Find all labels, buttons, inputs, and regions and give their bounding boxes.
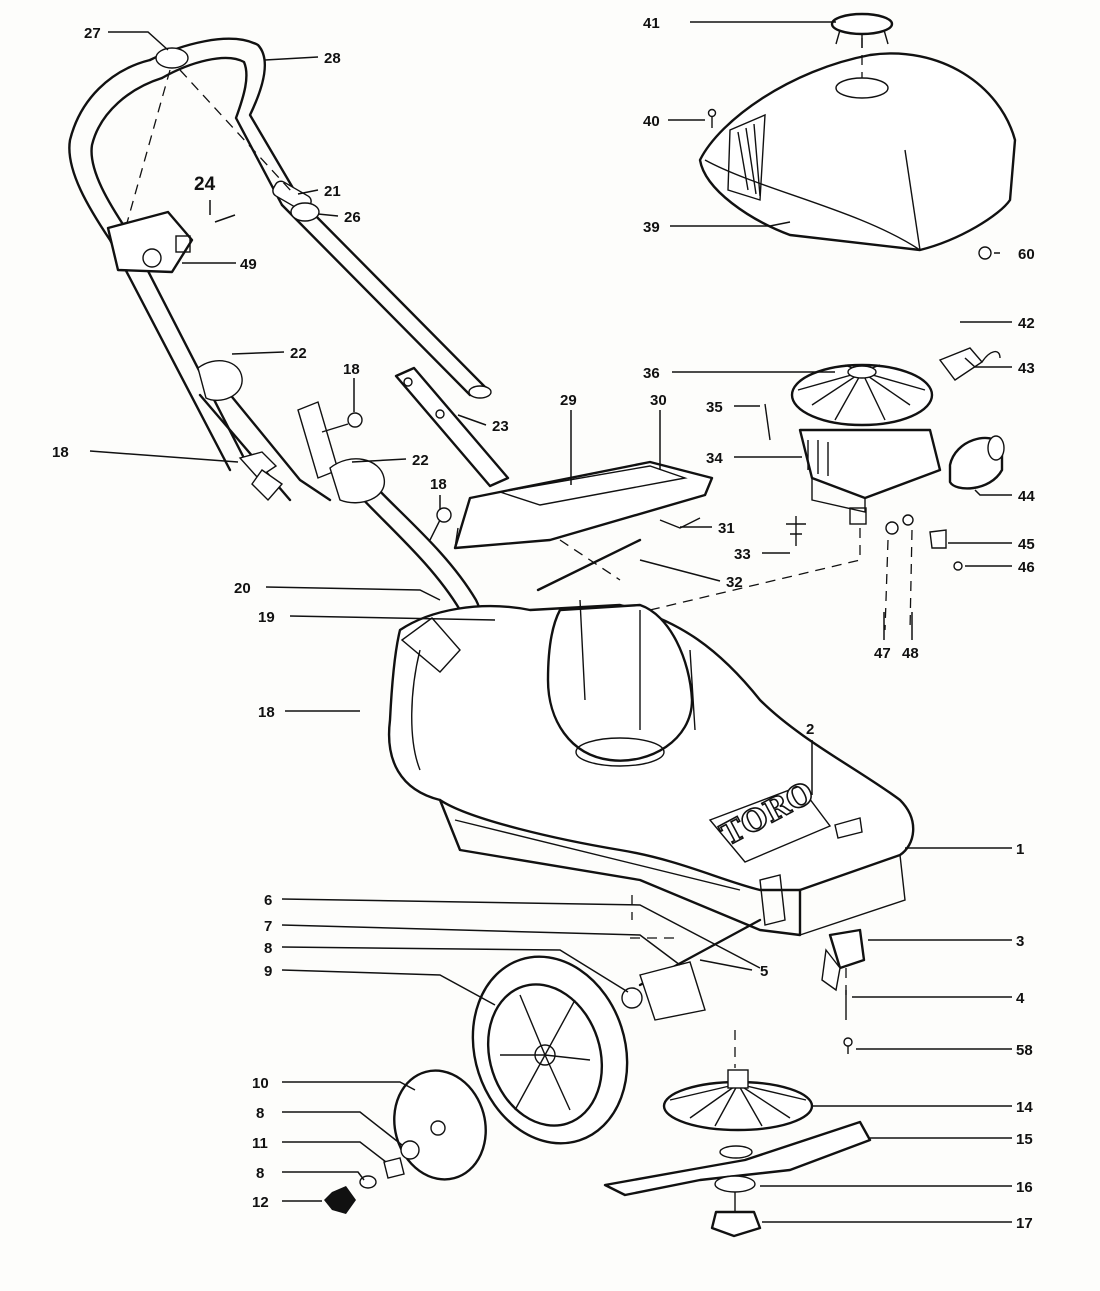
switch-box [106, 210, 194, 274]
part-number-45: 45 [1018, 536, 1035, 553]
part-number-49: 49 [240, 256, 257, 273]
part-number-48: 48 [902, 645, 919, 662]
part-number-35: 35 [706, 399, 723, 416]
part-number-60: 60 [1018, 246, 1035, 263]
part-number-12: 12 [252, 1194, 269, 1211]
part-number-15: 15 [1016, 1131, 1033, 1148]
axle-and-bracket [621, 874, 786, 1021]
part-number-34: 34 [706, 450, 723, 467]
cutting-blade [603, 1120, 872, 1197]
fan-impeller [662, 1069, 814, 1132]
part-number-17: 17 [1016, 1215, 1033, 1232]
part-number-22-upper: 22 [290, 345, 307, 362]
part-number-32: 32 [726, 574, 743, 591]
part-number-18-top: 18 [343, 361, 360, 378]
part-number-39: 39 [643, 219, 660, 236]
motor-body [798, 428, 942, 525]
part-number-23: 23 [492, 418, 509, 435]
part-number-58: 58 [1016, 1042, 1033, 1059]
part-number-46: 46 [1018, 559, 1035, 576]
part-number-28: 28 [324, 50, 341, 67]
part-number-26: 26 [344, 209, 361, 226]
terminal-block [938, 347, 1001, 381]
motor-small-parts [764, 403, 963, 571]
part-number-8-hub: 8 [256, 1105, 264, 1122]
part-number-27: 27 [84, 25, 101, 42]
leader-lines [89, 21, 1012, 1223]
part-number-44: 44 [1018, 488, 1035, 505]
wheel [471, 955, 629, 1145]
motor-mount-plate [453, 460, 714, 550]
deflector-rod [536, 517, 701, 592]
cover-screw [707, 108, 992, 260]
part-number-5: 5 [760, 963, 768, 980]
part-number-31: 31 [718, 520, 735, 537]
carriage-bolt [321, 412, 452, 541]
part-number-19: 19 [258, 609, 275, 626]
part-number-42: 42 [1018, 315, 1035, 332]
part-number-3: 3 [1016, 933, 1024, 950]
cable-adjuster [272, 180, 320, 222]
part-number-21: 21 [324, 183, 341, 200]
part-number-labels: 41 40 39 60 42 43 36 35 34 44 45 46 33 4… [52, 15, 1035, 1232]
part-number-11: 11 [252, 1135, 268, 1152]
part-number-1: 1 [1016, 841, 1024, 858]
part-number-33: 33 [734, 546, 751, 563]
cable-clip [155, 47, 189, 69]
part-number-40: 40 [643, 113, 660, 130]
part-number-20: 20 [234, 580, 251, 597]
part-number-18-middle: 18 [430, 476, 447, 493]
vent-cap [830, 12, 894, 48]
part-number-30: 30 [650, 392, 667, 409]
motor-fan [790, 363, 934, 427]
part-number-8-axle: 8 [264, 940, 272, 957]
part-number-8-nut: 8 [256, 1165, 264, 1182]
part-number-6: 6 [264, 892, 272, 909]
part-number-29: 29 [560, 392, 577, 409]
mower-deck [387, 599, 915, 937]
part-number-2: 2 [806, 721, 814, 738]
part-number-14: 14 [1016, 1099, 1033, 1116]
blade-adaptor [710, 1145, 762, 1238]
part-number-47: 47 [874, 645, 891, 662]
wing-knob [238, 451, 284, 502]
part-number-9: 9 [264, 963, 272, 980]
part-number-16: 16 [1016, 1179, 1033, 1196]
part-number-7: 7 [264, 918, 272, 935]
part-number-22-lower: 22 [412, 452, 429, 469]
rear-flap-latch [821, 928, 866, 992]
part-number-18-left: 18 [52, 444, 69, 461]
part-number-41: 41 [643, 15, 660, 32]
flap-pin [843, 990, 853, 1054]
part-number-24: 24 [194, 174, 216, 195]
part-number-36: 36 [643, 365, 660, 382]
handle-bracket-right [394, 366, 510, 488]
wheel-hardware [324, 1140, 420, 1214]
part-number-10: 10 [252, 1075, 269, 1092]
capacitor [948, 435, 1005, 490]
part-number-4: 4 [1016, 990, 1025, 1007]
motor-cover [698, 52, 1017, 252]
upper-handle [68, 37, 492, 472]
part-number-18-lower: 18 [258, 704, 275, 721]
part-number-43: 43 [1018, 360, 1035, 377]
